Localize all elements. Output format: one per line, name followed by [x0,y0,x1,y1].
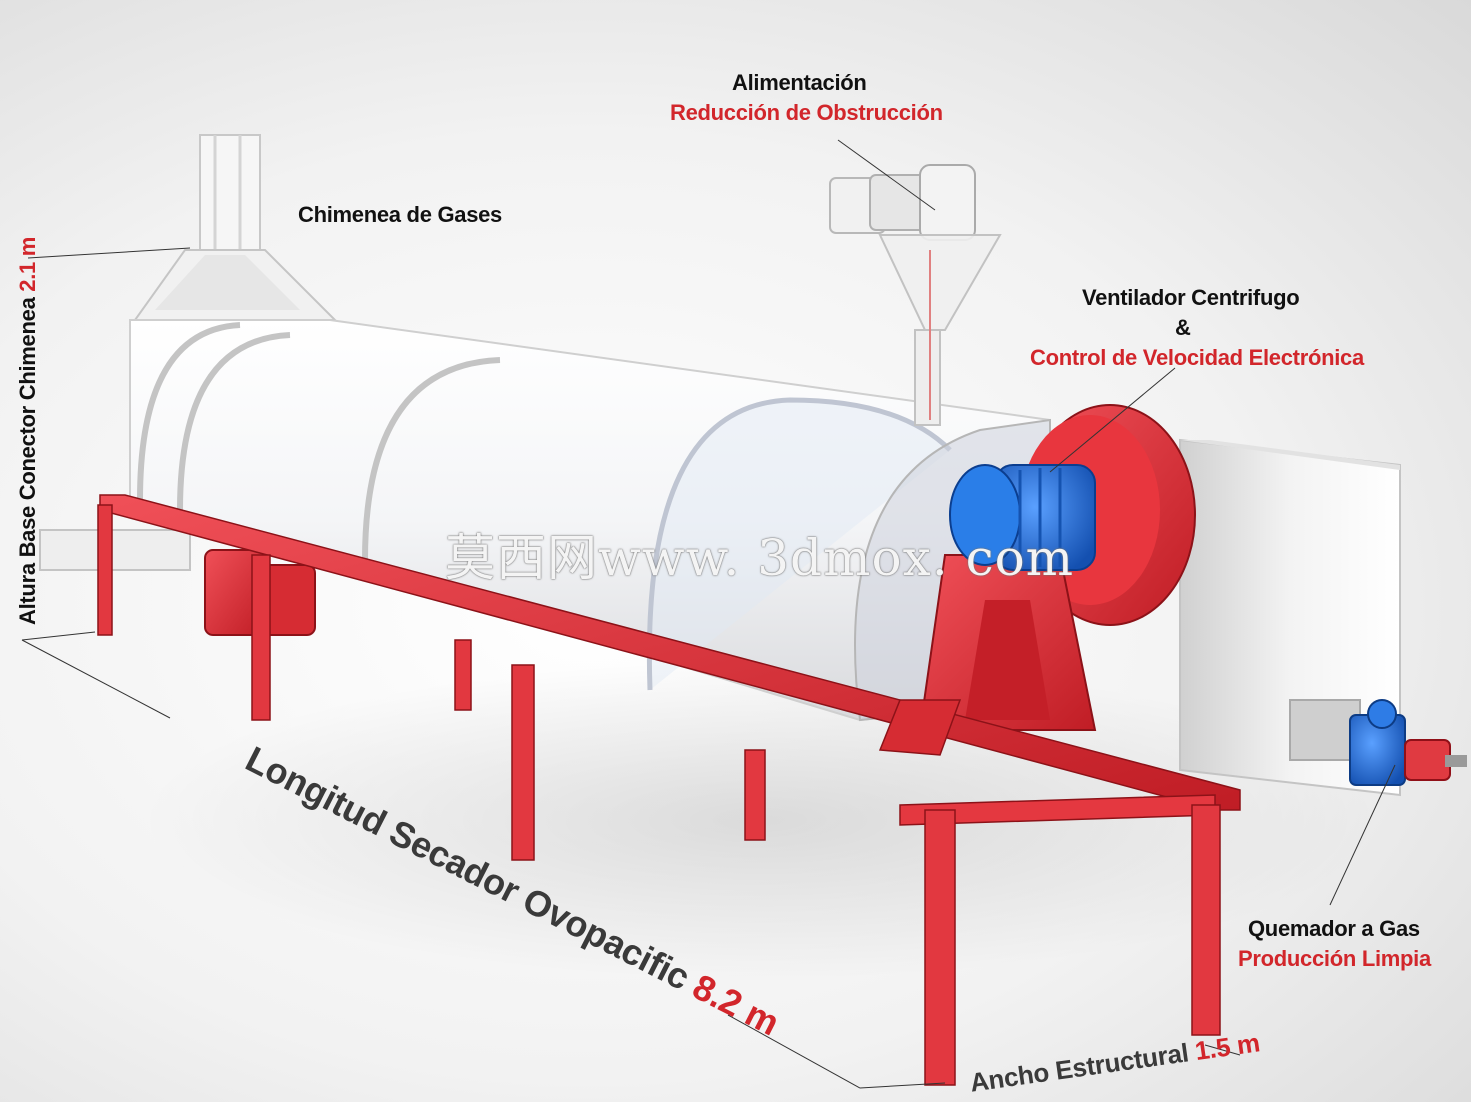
burner-label: Quemador a Gas [1248,916,1420,941]
feed-sublabel: Reducción de Obstrucción [670,100,943,125]
support-frame [97,494,1241,1086]
chimney-label: Chimenea de Gases [298,202,502,227]
fan-sublabel: Control de Velocidad Electrónica [1030,345,1364,370]
gas-burner [1349,699,1467,786]
fan-label: Ventilador Centrifugo [1082,285,1300,310]
watermark: 莫西网www. 3dmox. com [445,529,1075,587]
dimension-lines [21,139,1396,1089]
chimney-height-dimension: Altura Base Conector Chimenea 2.1 m [15,237,41,625]
burner-housing [1179,438,1401,797]
chimney-height-value: 2.1 m [15,236,40,292]
fan-ampersand: & [1175,315,1191,340]
chimney [133,134,338,321]
feed-hopper [829,164,1002,426]
fan-motor [949,464,1096,571]
burner-sublabel: Producción Limpia [1238,946,1431,971]
feed-label: Alimentación [732,70,867,95]
chimney-height-text: Altura Base Conector Chimenea [15,297,40,626]
